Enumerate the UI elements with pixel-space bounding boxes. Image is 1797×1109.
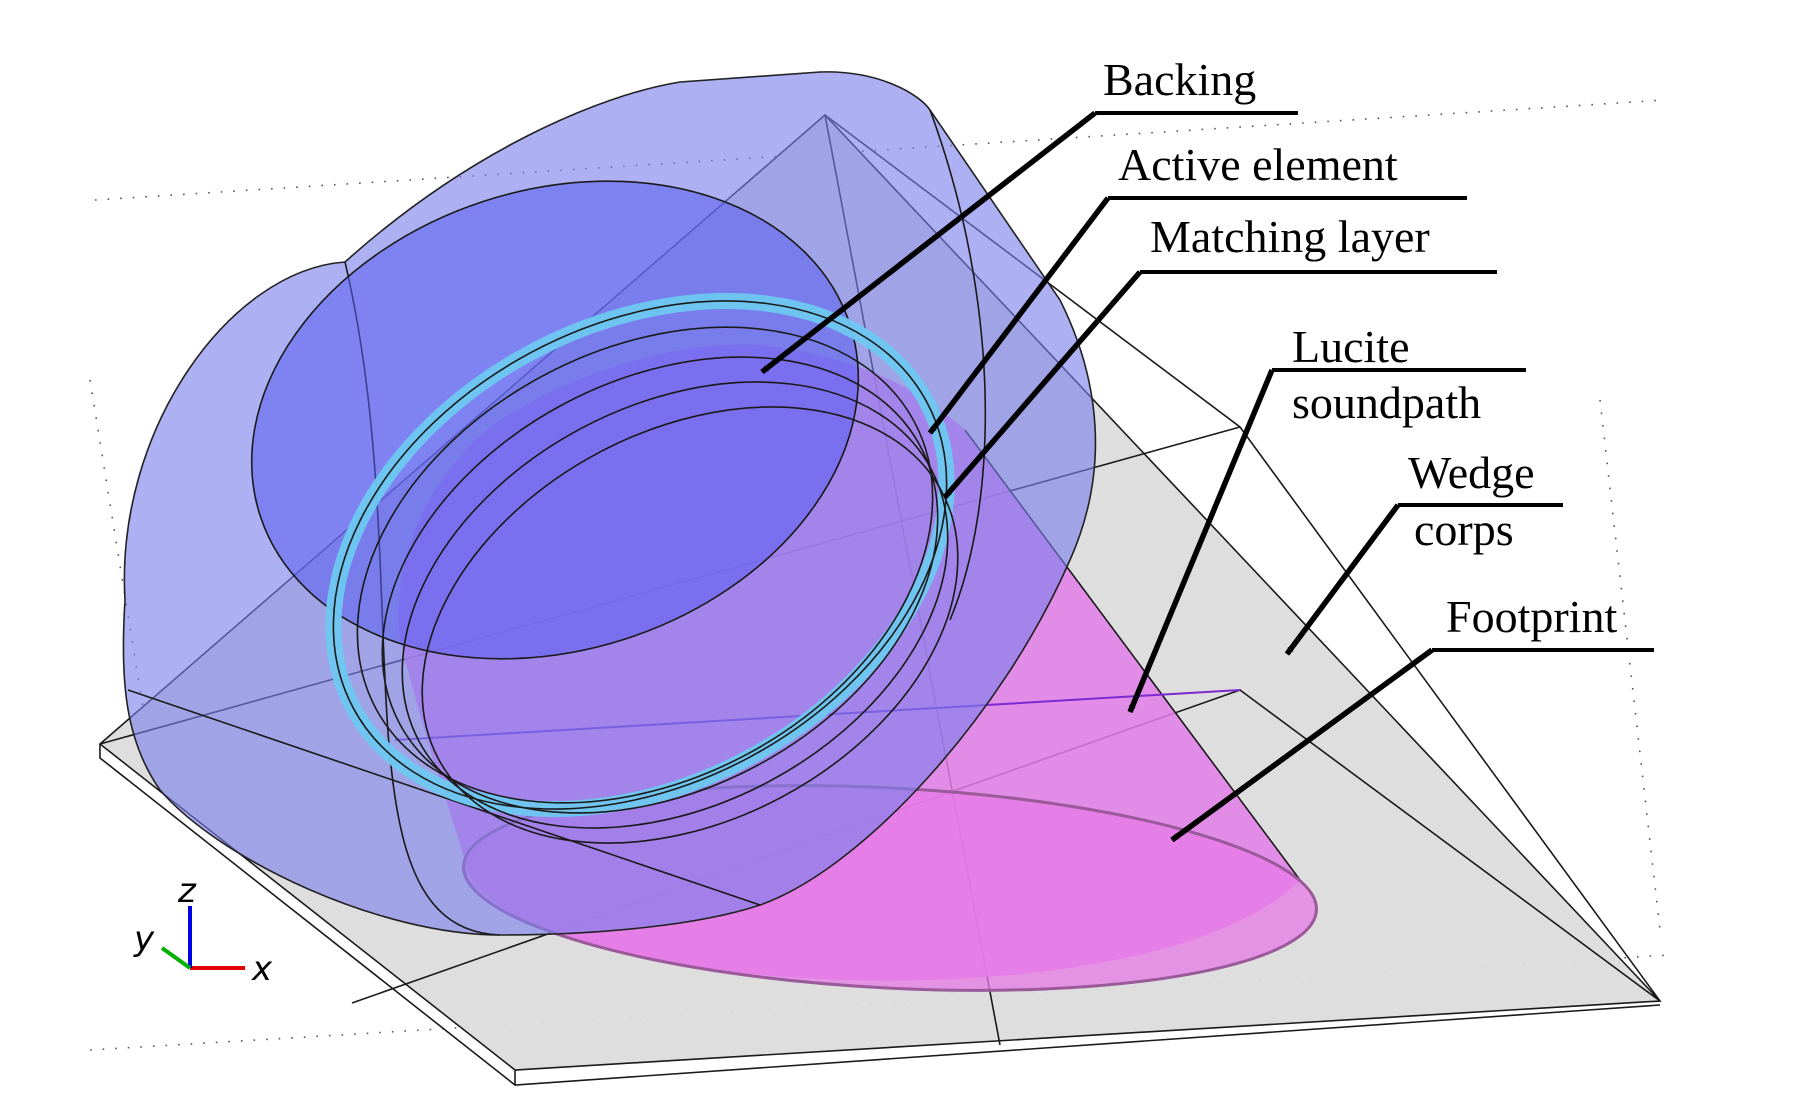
label-matching-layer: Matching layer [1150,211,1430,262]
label-corps: corps [1414,504,1514,555]
callout-lucite-soundpath: Lucite soundpath [1127,321,1526,714]
axis-x-label: x [251,949,273,989]
label-lucite: Lucite [1292,321,1410,372]
callout-footprint: Footprint [1170,591,1654,843]
callout-matching-layer: Matching layer [942,211,1497,499]
callout-active-element: Active element [927,139,1467,435]
label-wedge: Wedge [1408,447,1535,498]
callout-wedge-corps: Wedge corps [1284,447,1563,656]
axis-y-label: y [133,919,155,959]
axis-z-label: z [177,871,197,911]
axis-triad: x z y [133,871,273,989]
label-footprint: Footprint [1446,591,1617,642]
callout-backing: Backing [760,54,1298,375]
label-backing: Backing [1103,54,1256,105]
label-soundpath: soundpath [1292,377,1481,428]
label-active-element: Active element [1118,139,1398,190]
background-grid [89,99,1671,1051]
matching-layer-ring [325,292,959,844]
